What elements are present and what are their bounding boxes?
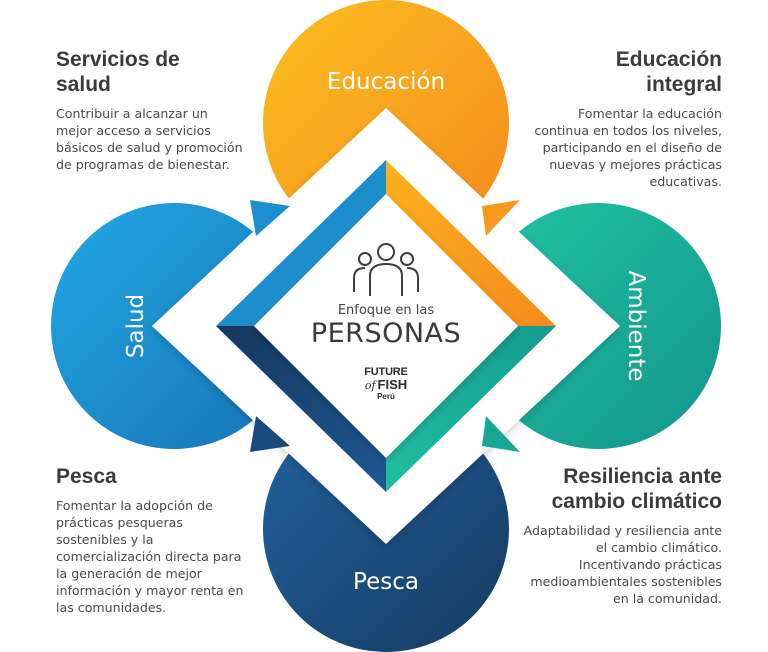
body-line: mejor acceso a servicios — [56, 123, 211, 138]
petal-label-ambiente: Ambiente — [623, 270, 649, 381]
body-line: participando en el diseño de — [542, 140, 722, 155]
center-title: PERSONAS — [310, 318, 462, 349]
body-line: en la comunidad. — [612, 591, 722, 606]
body-line: prácticas pesqueras — [56, 515, 183, 530]
heading-line-2: salud — [56, 73, 111, 96]
center-subtitle: Enfoque en las — [337, 303, 435, 318]
body-line: Fomentar la adopción de — [56, 498, 213, 513]
body-line: de programas de bienestar. — [56, 157, 230, 172]
petal-label-pesca: Pesca — [353, 569, 419, 595]
block-body: Adaptabilidad y resiliencia ante el camb… — [492, 522, 722, 607]
body-line: medioambientales sostenibles — [530, 574, 722, 589]
body-line: educativas. — [649, 174, 722, 189]
body-line: sostenibles y la — [56, 532, 154, 547]
body-line: básicos de salud y promoción — [56, 140, 243, 155]
heading-line-1: Resiliencia ante — [563, 465, 722, 488]
body-line: Adaptabilidad y resiliencia ante — [523, 523, 722, 538]
logo-line-1: FUTURE — [364, 366, 408, 378]
block-body: Fomentar la educación continua en todos … — [502, 105, 722, 190]
center-diamond — [254, 194, 518, 458]
body-line: comercialización directa para — [56, 549, 242, 564]
block-pesca: Pesca Fomentar la adopción de prácticas … — [56, 464, 266, 616]
arrow-tip-top-left — [250, 200, 290, 236]
body-line: las comunidades. — [56, 600, 167, 615]
body-line: continua en todos los niveles, — [534, 123, 722, 138]
body-line: Incentivando prácticas — [578, 557, 722, 572]
logo-line-3: Perú — [377, 392, 395, 401]
heading-line-1: Pesca — [56, 465, 117, 488]
people-group-icon — [353, 243, 419, 296]
petal-label-educacion: Educación — [327, 69, 445, 95]
arrow-tip-top-right — [482, 200, 520, 236]
block-body: Contribuir a alcanzar un mejor acceso a … — [56, 105, 266, 173]
body-line: Fomentar la educación — [577, 106, 722, 121]
heading-line-1: Servicios de — [56, 48, 180, 71]
body-line: información y mayor renta en — [56, 583, 244, 598]
body-line: el cambio climático. — [595, 540, 722, 555]
block-body: Fomentar la adopción de prácticas pesque… — [56, 497, 266, 616]
heading-line-2: cambio climático — [551, 490, 722, 513]
logo-line-2-word: FISH — [377, 377, 408, 392]
petal-label-salud: Salud — [123, 294, 149, 358]
center-label: Enfoque en las PERSONAS — [284, 304, 488, 350]
block-heading: Pesca — [56, 464, 266, 489]
heading-line-2: integral — [646, 73, 722, 96]
body-line: nuevas y mejores prácticas — [549, 157, 722, 172]
body-line: Contribuir a alcanzar un — [56, 106, 208, 121]
heading-line-1: Educación — [615, 48, 722, 71]
arrow-tip-bottom-left — [250, 416, 290, 452]
body-line: la generación de mejor — [56, 566, 202, 581]
arrow-tip-bottom-right — [482, 416, 520, 452]
logo-line-2-prefix: of — [364, 379, 376, 392]
